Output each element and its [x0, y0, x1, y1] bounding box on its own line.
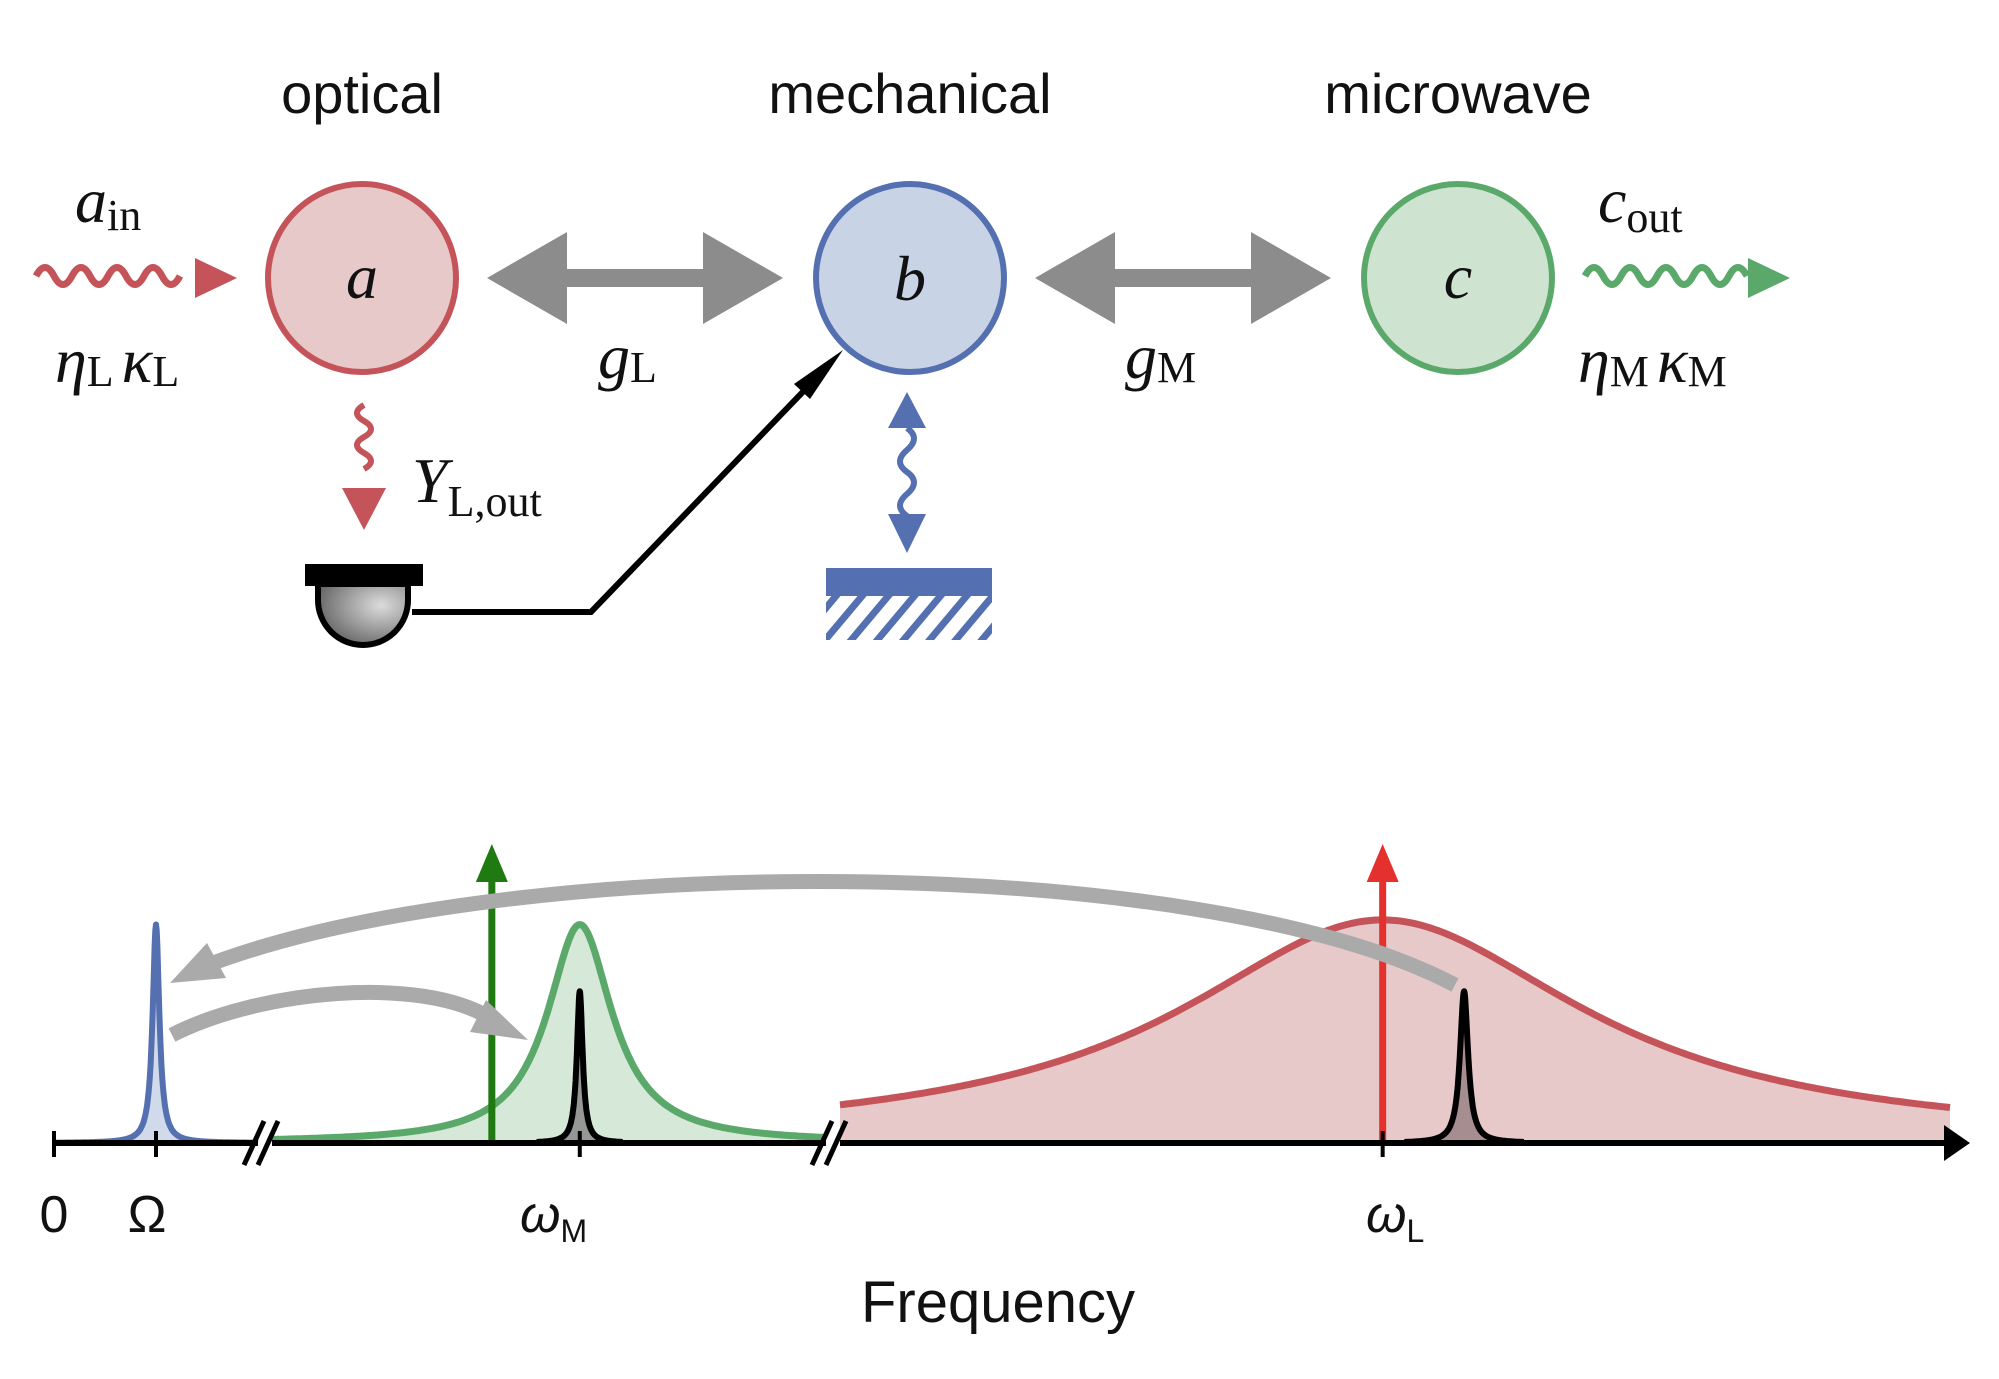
wavy-arrow-icon	[32, 264, 184, 288]
frequency-spectrum: 0 Ω ωM ωL Frequency	[40, 844, 1970, 1335]
spring-icon	[897, 425, 917, 519]
coupling-arrow-gm: gM	[1035, 232, 1331, 392]
frequency-axis	[52, 1119, 1970, 1167]
mechanical-mode-circle	[813, 181, 1007, 375]
wavy-arrow-down-icon	[354, 402, 374, 472]
mode-label-microwave: microwave	[1324, 62, 1592, 125]
transfer-arrow-optical-to-mechanical	[197, 874, 1459, 992]
microwave-mode: c	[1361, 181, 1555, 375]
pump-tones	[475, 844, 1399, 1143]
transfer-arrowhead-icon	[170, 943, 226, 983]
pump-arrowhead-icon	[1366, 844, 1399, 882]
coupling-label-gm: gM	[1125, 321, 1196, 392]
microwave-mode-symbol: c	[1444, 241, 1472, 312]
transfer-arrows	[168, 874, 1459, 1042]
arrowhead-icon	[1748, 258, 1790, 298]
arrowhead-up-icon	[888, 392, 926, 428]
transfer-arrowhead-icon	[470, 1000, 528, 1040]
optical-mode-symbol: a	[346, 241, 378, 312]
axis-break-mark	[809, 1119, 835, 1167]
ground-bar	[826, 568, 992, 596]
coupling-label-gl: gL	[598, 321, 657, 392]
x-axis-title: Frequency	[861, 1270, 1135, 1335]
spectrum-fills	[54, 919, 1950, 1143]
tick-label-zero: 0	[40, 1186, 69, 1244]
optical-mode: a	[265, 181, 459, 375]
tick-label-omega-m: ωM	[520, 1186, 587, 1249]
measurement-output: YL,out	[342, 402, 542, 530]
tick-label-omega-l: ωL	[1366, 1186, 1424, 1249]
pump-arrowhead-icon	[475, 844, 508, 882]
double-arrow-icon	[487, 232, 783, 324]
measurement-label: YL,out	[412, 445, 542, 526]
optical-mode-circle	[265, 181, 459, 375]
mode-label-mechanical: mechanical	[768, 62, 1051, 125]
axis-break-mark	[255, 1119, 281, 1167]
mechanical-mode-symbol: b	[894, 243, 926, 314]
transfer-arrow-mechanical-to-microwave	[168, 984, 494, 1042]
axis-break-mark	[241, 1119, 267, 1167]
feedback-line	[412, 350, 843, 615]
curve-optical-cavity	[839, 916, 1951, 1111]
mode-label-optical: optical	[281, 62, 443, 125]
output-label: cout	[1598, 165, 1683, 242]
arrowhead-icon	[794, 350, 843, 399]
input-label: ain	[75, 165, 141, 240]
mode-diagram: optical mechanical microwave a b c gL gM	[32, 62, 1790, 648]
fill-microwave-sideband	[537, 991, 622, 1143]
mechanical-mode: b	[813, 181, 1007, 375]
double-arrow-icon	[1035, 232, 1331, 324]
axis-break-mark	[823, 1119, 849, 1167]
arrowhead-icon	[342, 488, 386, 530]
thermal-bath	[826, 392, 992, 640]
axis-arrowhead-icon	[1944, 1125, 1970, 1161]
curve-microwave-cavity	[270, 921, 828, 1143]
fill-optical-sideband	[1404, 991, 1524, 1143]
coupling-arrow-gl: gL	[487, 232, 783, 392]
fill-optical-cavity	[840, 919, 1950, 1143]
arrowhead-down-icon	[888, 514, 926, 553]
fill-mechanical-resonance	[54, 924, 258, 1143]
wavy-arrow-icon	[1581, 264, 1751, 288]
tick-labels: 0 Ω ωM ωL	[40, 1186, 1425, 1249]
photodetector-icon	[305, 564, 423, 648]
ground-hatch	[826, 596, 992, 640]
tick-label-omega-mech: Ω	[128, 1186, 167, 1244]
fill-microwave-cavity	[272, 924, 826, 1143]
microwave-mode-circle	[1361, 181, 1555, 375]
arrowhead-icon	[195, 258, 237, 298]
